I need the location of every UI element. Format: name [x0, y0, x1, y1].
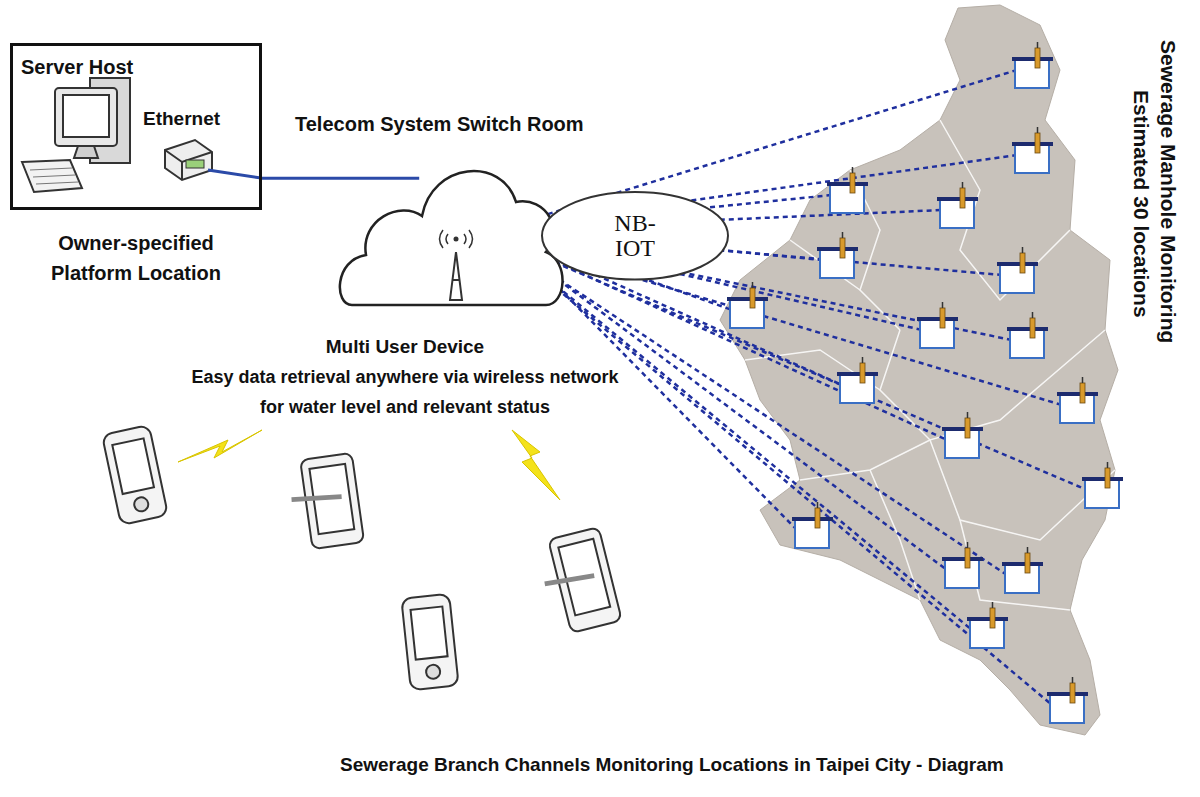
- manhole-sensor: [1047, 677, 1088, 723]
- platform-location-label: Owner-specified Platform Location: [20, 228, 252, 288]
- wireless-link: [522, 255, 1007, 575]
- manhole-sensor: [727, 282, 768, 328]
- server-box: Server HostEthernet: [10, 43, 262, 210]
- tablet-device: [286, 453, 364, 551]
- vertical-heading: Estimated 30 locations: [1130, 90, 1153, 318]
- ellipse-label: NB- IOT: [605, 211, 665, 261]
- manhole-sensor: [827, 167, 868, 213]
- tablet-device: [535, 527, 622, 636]
- manhole-sensor: [837, 357, 878, 403]
- wireless-link: [522, 259, 1052, 705]
- component-label: Ethernet: [143, 108, 220, 130]
- wireless-link: [522, 257, 972, 630]
- wireless-link: [522, 253, 947, 570]
- nbiot-ellipse: NB- IOT: [540, 190, 730, 282]
- manhole-sensor: [967, 602, 1008, 648]
- router-icon: [165, 140, 212, 180]
- device-heading: Multi User Device: [185, 333, 625, 361]
- manhole-sensor: [792, 502, 833, 548]
- manhole-sensor: [917, 302, 958, 348]
- network-link: [262, 177, 419, 180]
- manhole-sensor: [1082, 462, 1123, 508]
- manhole-sensor: [997, 247, 1038, 293]
- manhole-sensor: [942, 412, 983, 458]
- manhole-sensor: [1012, 127, 1053, 173]
- computer-icon: [22, 78, 130, 192]
- device-note: Easy data retrieval anywhere via wireles…: [185, 362, 625, 422]
- diagram-caption: Sewerage Branch Channels Monitoring Loca…: [340, 754, 1004, 776]
- nbiot-links: [522, 70, 1087, 705]
- handheld-device: [401, 594, 458, 691]
- manhole-sensor: [1012, 42, 1053, 88]
- manhole-sensor: [1057, 377, 1098, 423]
- wireless-bolt: [512, 430, 560, 500]
- handheld-device: [102, 425, 168, 525]
- manhole-sensor: [937, 182, 978, 228]
- ethernet-cable: [208, 170, 261, 178]
- manhole-sensor: [1007, 312, 1048, 358]
- manhole-sensor: [942, 542, 983, 588]
- manhole-sensor: [1002, 547, 1043, 593]
- cloud-shape: [340, 140, 560, 312]
- cloud-heading: Telecom System Switch Room: [290, 113, 620, 136]
- vertical-heading: Sewerage Manhole Monitoring: [1157, 40, 1180, 343]
- city-map: [720, 5, 1118, 735]
- manhole-sensor: [817, 232, 858, 278]
- wireless-bolt: [178, 430, 262, 462]
- sensor-group: [727, 42, 1123, 723]
- box-heading: Server Host: [21, 56, 133, 79]
